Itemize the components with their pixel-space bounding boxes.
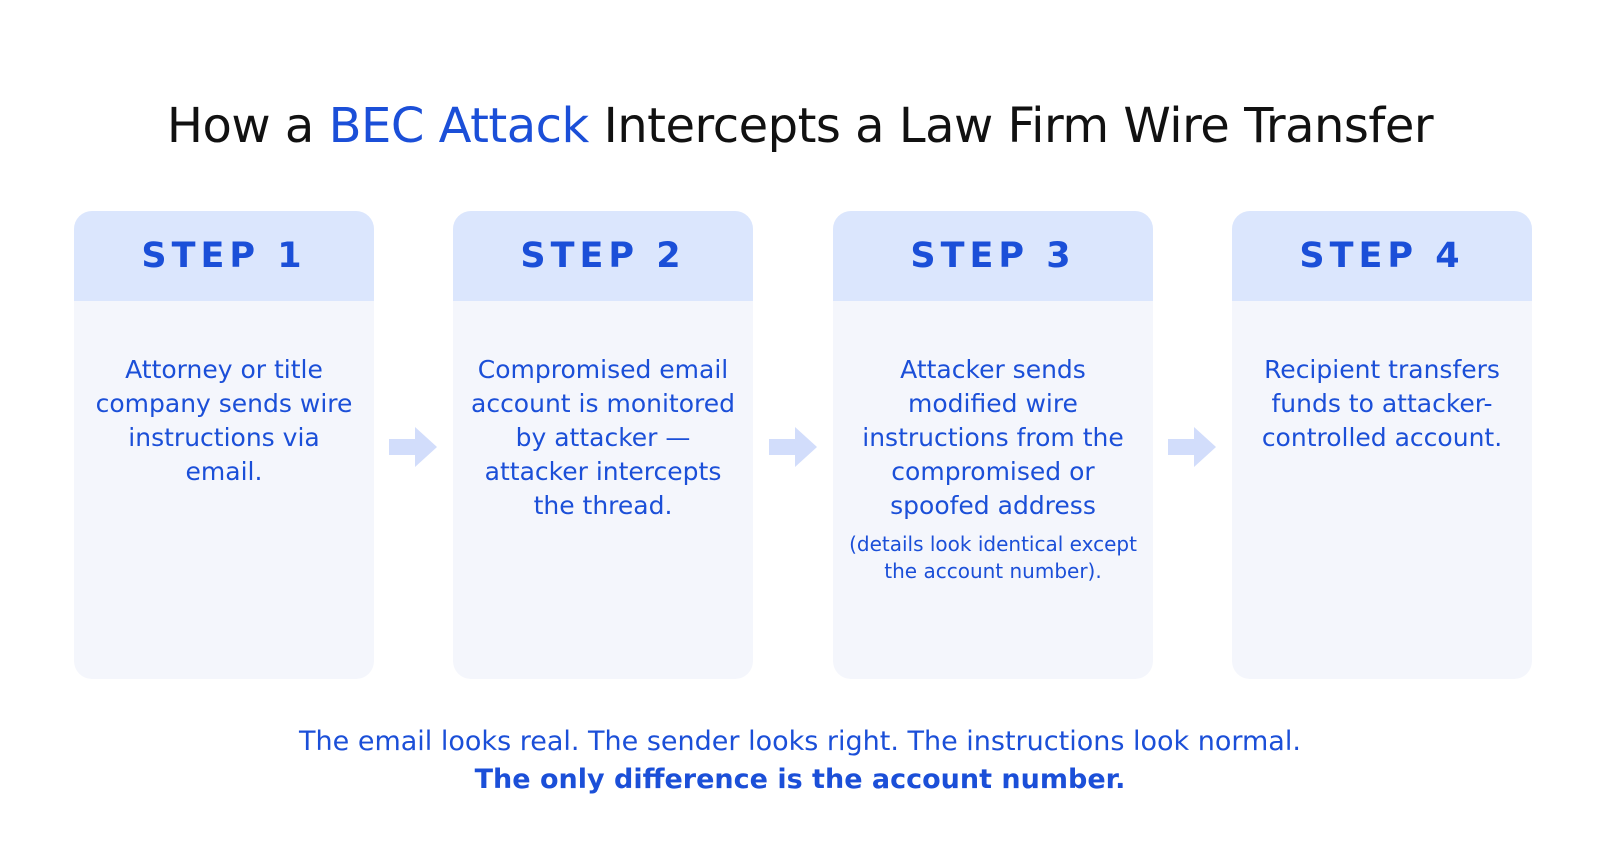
step-text: Compromised email account is monitored b… <box>471 355 735 520</box>
step-card-body: Recipient transfers funds to attacker-co… <box>1232 301 1532 455</box>
step-text: Attacker sends modified wire instruction… <box>862 355 1124 520</box>
step-label: STEP 2 <box>520 236 686 276</box>
title-prefix: How a <box>166 98 329 154</box>
arrow-right-icon <box>769 427 817 467</box>
step-card-body: Compromised email account is monitored b… <box>453 301 753 523</box>
page-title: How a BEC Attack Intercepts a Law Firm W… <box>0 98 1600 154</box>
footer-caption: The email looks real. The sender looks r… <box>0 723 1600 799</box>
arrow-right-icon <box>389 427 437 467</box>
step-label: STEP 4 <box>1299 236 1465 276</box>
step-note: (details look identical except the accou… <box>849 532 1137 583</box>
step-text: Recipient transfers funds to attacker-co… <box>1261 355 1503 452</box>
step-card-header: STEP 2 <box>453 211 753 301</box>
step-card-3: STEP 3 Attacker sends modified wire inst… <box>833 211 1153 679</box>
step-card-header: STEP 1 <box>74 211 374 301</box>
step-card-header: STEP 3 <box>833 211 1153 301</box>
step-card-body: Attacker sends modified wire instruction… <box>833 301 1153 585</box>
footer-line-2: The only difference is the account numbe… <box>474 764 1126 795</box>
step-label: STEP 1 <box>141 236 307 276</box>
step-text: Attorney or title company sends wire ins… <box>95 355 353 486</box>
step-label: STEP 3 <box>910 236 1076 276</box>
step-card-4: STEP 4 Recipient transfers funds to atta… <box>1232 211 1532 679</box>
step-card-header: STEP 4 <box>1232 211 1532 301</box>
step-card-1: STEP 1 Attorney or title company sends w… <box>74 211 374 679</box>
title-accent: BEC Attack <box>328 98 590 154</box>
step-card-body: Attorney or title company sends wire ins… <box>74 301 374 489</box>
arrow-right-icon <box>1168 427 1216 467</box>
title-suffix: Intercepts a Law Firm Wire Transfer <box>588 98 1434 154</box>
footer-line-1: The email looks real. The sender looks r… <box>299 726 1301 757</box>
step-card-2: STEP 2 Compromised email account is moni… <box>453 211 753 679</box>
